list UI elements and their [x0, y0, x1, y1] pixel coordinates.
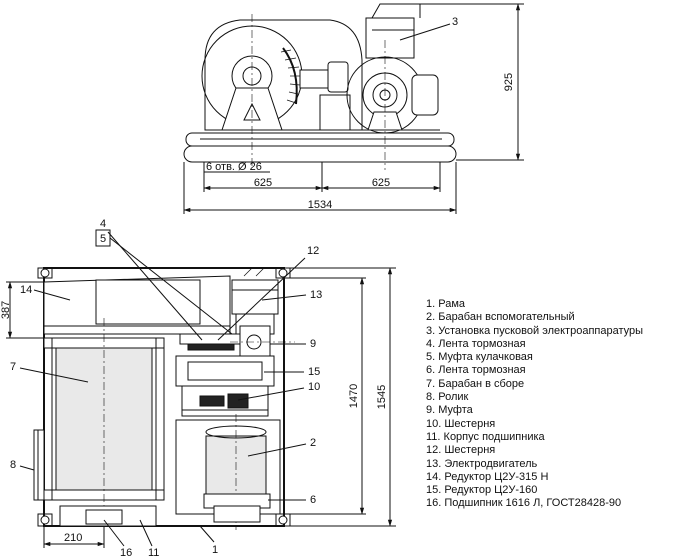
- legend-item-5: 5. Муфта кулачковая: [426, 351, 533, 364]
- roller-8: [33, 429, 45, 501]
- dim-1534: 1534: [308, 199, 332, 211]
- legend-item-12: 12. Шестерня: [426, 444, 496, 457]
- callout-6: 6: [310, 494, 316, 506]
- legend-item-2: 2. Барабан вспомогательный: [426, 311, 575, 324]
- callout-1: 1: [212, 544, 218, 556]
- gear-teeth: [280, 47, 301, 105]
- callout-5: 5: [100, 233, 106, 245]
- dim-625-left: 625: [254, 177, 272, 189]
- legend-item-3: 3. Установка пусковой электроаппаратуры: [426, 324, 644, 337]
- leader-12: [217, 257, 306, 341]
- legend-item-16: 16. Подшипник 1616 Л, ГОСТ28428-90: [426, 497, 622, 510]
- callout-12: 12: [307, 245, 319, 257]
- motor-13: [231, 279, 279, 315]
- legend-item-7: 7. Барабан в сборе: [426, 377, 525, 390]
- legend-item-10: 10. Шестерня: [426, 417, 496, 430]
- legend-item-13: 13. Электродвигатель: [426, 457, 538, 470]
- callout-2: 2: [310, 437, 316, 449]
- legend-item-8: 8. Ролик: [426, 391, 469, 404]
- coupling-9: [239, 325, 271, 357]
- bearing-16: [85, 509, 123, 525]
- top-view: 3 925 6 отв. Ø 26 625 625 1534: [183, 3, 524, 214]
- callout-16: 16: [120, 547, 132, 559]
- reducer-14-cover: [95, 279, 201, 325]
- legend-item-4: 4. Лента тормозная: [426, 337, 526, 350]
- callout-10: 10: [308, 381, 320, 393]
- legend-item-11: 11. Корпус подшипника: [426, 430, 545, 443]
- coupling-top: [299, 69, 331, 89]
- callout-3: 3: [452, 16, 458, 28]
- dim-387: 387: [0, 301, 12, 319]
- gear-10: [181, 385, 269, 417]
- leader-4: [107, 231, 203, 341]
- holes-note: 6 отв. Ø 26: [206, 161, 262, 173]
- callout-4: 4: [100, 218, 106, 230]
- legend-item-15: 15. Редуктор Ц2У-160: [426, 484, 538, 497]
- dim-625-right: 625: [372, 177, 390, 189]
- legend-item-6: 6. Лента тормозная: [426, 364, 526, 377]
- legend-item-14: 14. Редуктор Ц2У-315 Н: [426, 470, 549, 483]
- front-view: 4 5 12 14 13 9 7 15 10 2 8 6 16 11 1 387: [0, 218, 396, 559]
- parts-legend: 1. Рама 2. Барабан вспомогательный 3. Ус…: [426, 298, 643, 511]
- callout-14: 14: [20, 284, 32, 296]
- callout-7: 7: [10, 361, 16, 373]
- leader-5: [109, 237, 233, 335]
- callout-3-leader: [399, 23, 451, 41]
- callout-15: 15: [308, 366, 320, 378]
- callout-11: 11: [148, 547, 159, 559]
- callout-9: 9: [310, 338, 316, 350]
- dim-1545: 1545: [376, 385, 388, 409]
- dim-210: 210: [64, 532, 82, 544]
- legend-item-1: 1. Рама: [426, 298, 465, 310]
- base-rail-lower: [183, 145, 457, 163]
- legend-item-9: 9. Муфта: [426, 404, 473, 417]
- callout-13: 13: [310, 289, 322, 301]
- dim-height-925: 925: [503, 73, 515, 91]
- dim-1470: 1470: [348, 384, 360, 408]
- callout-8: 8: [10, 459, 16, 471]
